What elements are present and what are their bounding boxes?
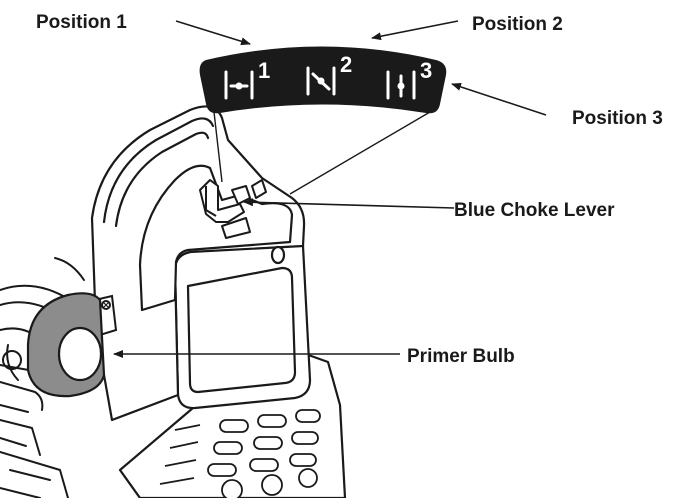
arrow-position-2 <box>371 20 459 41</box>
callout-arrows <box>113 20 547 358</box>
label-position-2: Position 2 <box>472 14 563 35</box>
plate-number-1: 1 <box>258 58 270 83</box>
position-3-symbol <box>386 70 416 100</box>
primer-bulb-dome <box>57 326 103 382</box>
label-position-1: Position 1 <box>36 12 127 33</box>
position-2-symbol <box>306 66 336 96</box>
label-choke-lever: Blue Choke Lever <box>454 200 615 221</box>
label-primer-bulb: Primer Bulb <box>407 346 515 367</box>
arrow-position-3 <box>451 83 547 116</box>
arrow-position-1 <box>175 20 251 46</box>
label-position-3: Position 3 <box>572 108 663 129</box>
engine-grille <box>159 409 321 498</box>
plate-leader-lines <box>213 111 431 195</box>
primer-bulb <box>26 292 106 398</box>
choke-position-plate: 1 2 3 <box>199 46 447 114</box>
position-1-symbol <box>224 70 254 100</box>
plate-number-3: 3 <box>420 58 432 83</box>
plate-number-2: 2 <box>340 52 352 77</box>
arrow-choke-lever <box>243 198 455 209</box>
